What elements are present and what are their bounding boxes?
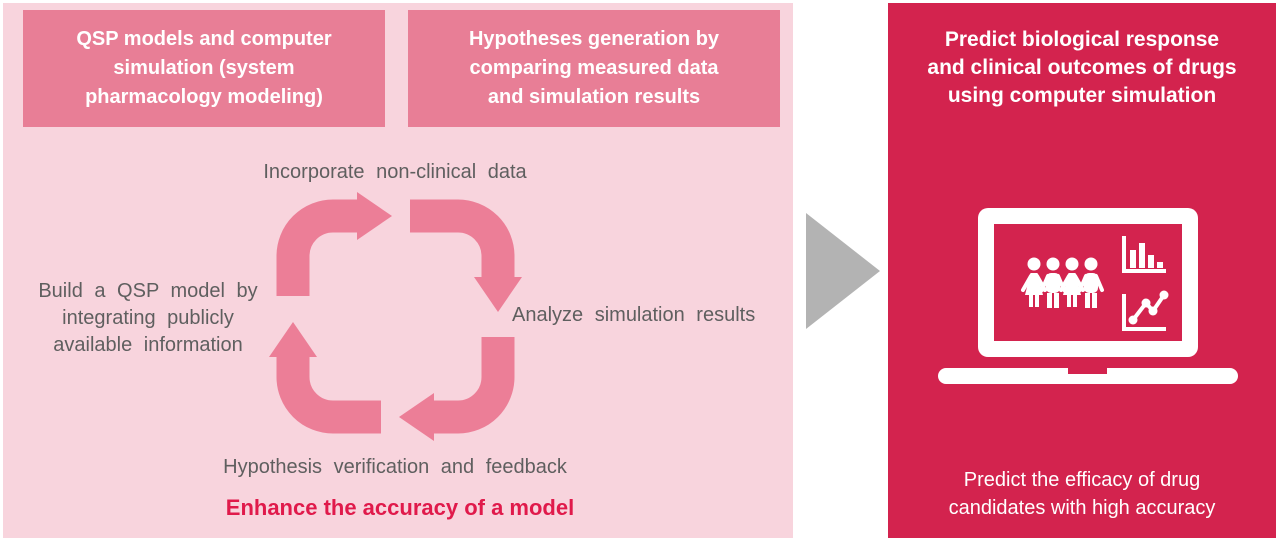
header-box-qsp-models: QSP models and computer simulation (syst…	[23, 10, 385, 127]
people-group-icon	[1021, 257, 1104, 308]
bar-chart-icon	[1122, 236, 1166, 273]
scatter-plot-icon	[1122, 290, 1169, 331]
prediction-panel-title: Predict biological response and clinical…	[927, 28, 1237, 107]
laptop-icon	[938, 208, 1238, 384]
cycle-arrow-bottom-right-icon	[399, 337, 515, 441]
prediction-panel-caption: Predict the efficacy of drug candidates …	[948, 469, 1216, 519]
cycle-label-hypothesis-verification: Hypothesis verification and feedback	[223, 456, 567, 478]
cycle-label-analyze-results: Analyze simulation results	[512, 304, 756, 326]
flow-arrow-right-icon	[806, 213, 880, 329]
header-box-hypotheses-generation: Hypotheses generation by comparing measu…	[408, 10, 780, 127]
enhance-accuracy-caption: Enhance the accuracy of a model	[225, 495, 575, 520]
cycle-label-incorporate-data: Incorporate non-clinical data	[263, 161, 527, 183]
cycle-label-build-model: Build a QSP model by integrating publicl…	[38, 280, 258, 356]
cycle-arrows-icon	[269, 192, 522, 441]
cycle-arrow-bottom-left-icon	[269, 322, 381, 434]
cycle-arrow-top-right-icon	[410, 199, 522, 312]
cycle-arrow-top-left-icon	[276, 192, 392, 296]
